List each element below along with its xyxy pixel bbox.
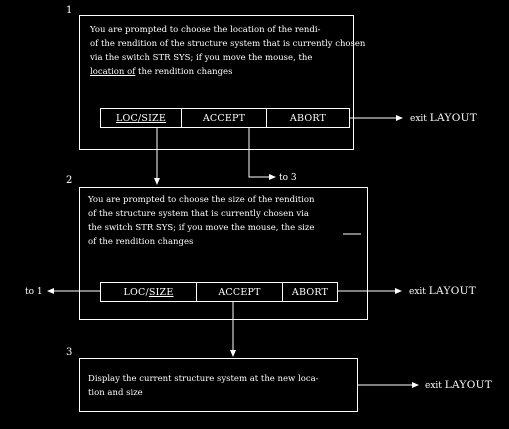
step-3-description: Display the current structure system at … [88, 372, 319, 400]
step-1-description: You are prompted to choose the location … [90, 23, 365, 79]
step-2-loc-size-button[interactable]: LOC/SIZE [101, 283, 196, 301]
step-1-exit-prefix: exit [410, 114, 427, 124]
step-2-description: You are prompted to choose the size of t… [88, 193, 315, 249]
step-1-line-2: of the rendition of the structure system… [90, 39, 366, 49]
step-3-exit-prefix: exit [425, 381, 442, 391]
step-1-button-row: LOC/SIZE ACCEPT ABORT [100, 108, 350, 128]
step-1-number: 1 [66, 5, 73, 16]
step-2-abort-button[interactable]: ABORT [282, 283, 337, 301]
step-3-exit-label: exit LAYOUT [425, 380, 492, 391]
to-1-label: to 1 [25, 287, 43, 297]
step-2-line-4: of the rendition changes [88, 237, 194, 247]
step-2-line-3: the switch STR SYS; if you move the mous… [88, 223, 315, 233]
step-3-line-1: Display the current structure system at … [88, 374, 319, 384]
step-3-box [79, 358, 358, 412]
step-1-line-4: location of the rendition changes [90, 65, 365, 79]
step-2-number: 2 [66, 175, 73, 186]
step-1-exit-label: exit LAYOUT [410, 113, 477, 124]
step-1-abort-button[interactable]: ABORT [266, 109, 349, 127]
step-2-loc-part: LOC/ [123, 286, 149, 298]
step-2-exit-prefix: exit [409, 287, 426, 297]
step-1-line-4-rest: the rendition changes [135, 67, 233, 77]
step-2-box [79, 187, 368, 320]
to-3-label: to 3 [279, 173, 297, 183]
step-2-size-part: SIZE [148, 286, 174, 298]
step-1-line-3: via the switch STR SYS; if you move the … [90, 53, 313, 63]
step-1-underlined-term: location of [90, 67, 136, 77]
step-2-exit-label: exit LAYOUT [409, 286, 476, 297]
step-1-accept-button[interactable]: ACCEPT [181, 109, 266, 127]
step-3-line-2: tion and size [88, 388, 143, 398]
step-1-line-1: You are prompted to choose the location … [90, 25, 321, 35]
step-2-accept-button[interactable]: ACCEPT [196, 283, 282, 301]
step-1-box [79, 15, 354, 150]
step-2-exit-target: LAYOUT [428, 285, 477, 297]
step-3-number: 3 [66, 347, 73, 358]
step-2-line-1: You are prompted to choose the size of t… [88, 195, 315, 205]
step-3-exit-target: LAYOUT [444, 379, 493, 391]
step-1-loc-size-button[interactable]: LOC/SIZE [116, 112, 166, 124]
step-1-exit-target: LAYOUT [429, 112, 478, 124]
step-2-button-row: LOC/SIZE ACCEPT ABORT [100, 282, 338, 302]
step-2-line-2: of the structure system that is currentl… [88, 209, 309, 219]
